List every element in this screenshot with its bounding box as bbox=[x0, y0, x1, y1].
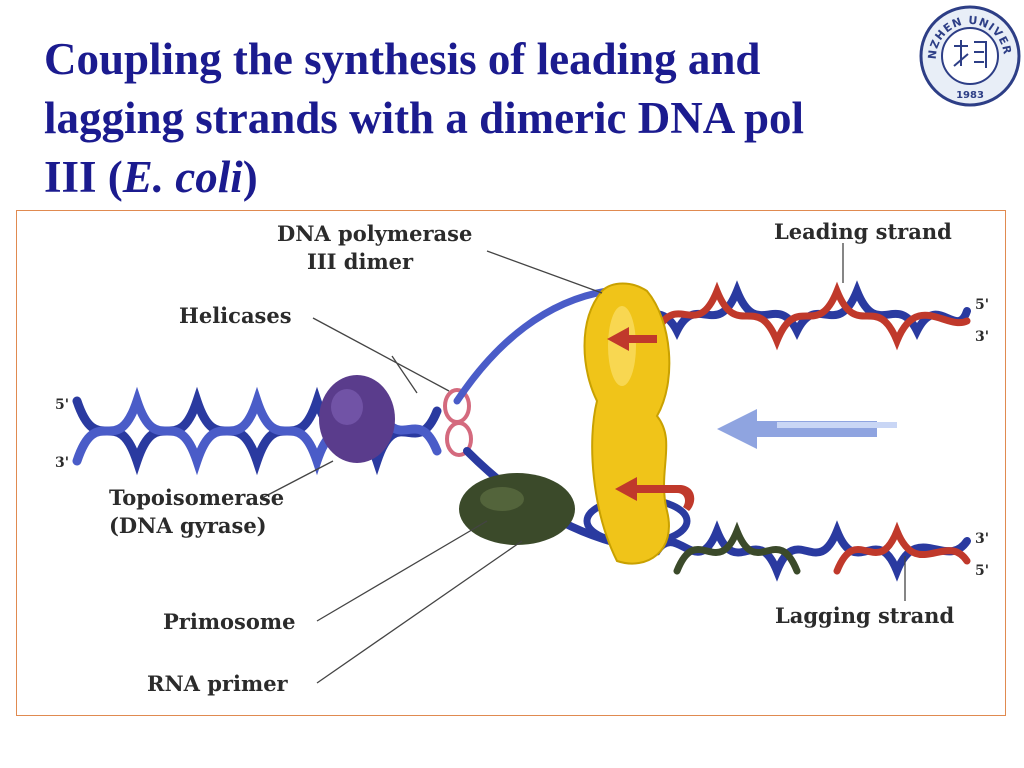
topoisomerase-blob bbox=[319, 375, 395, 463]
label-polymerase-line1: DNA polymerase bbox=[277, 221, 472, 246]
label-topoisomerase-line2: (DNA gyrase) bbox=[109, 513, 267, 538]
label-lagging-strand: Lagging strand bbox=[775, 603, 954, 628]
title-line-3-pre: III ( bbox=[44, 152, 123, 202]
label-leader-lines bbox=[261, 243, 906, 684]
polymerase-dimer bbox=[583, 282, 671, 565]
synthesis-arrow-icons bbox=[607, 327, 695, 511]
primosome-blob bbox=[459, 473, 575, 545]
end-leading-top: 5' bbox=[975, 297, 989, 313]
label-helicases: Helicases bbox=[179, 303, 292, 328]
label-polymerase-line2: III dimer bbox=[307, 249, 414, 274]
end-leading-bottom: 3' bbox=[975, 329, 989, 345]
logo-emblem bbox=[953, 40, 987, 68]
helicase-rings bbox=[443, 388, 473, 457]
label-rna-primer: RNA primer bbox=[147, 671, 289, 696]
label-leading-strand: Leading strand bbox=[774, 219, 952, 244]
title-species: E. coli bbox=[122, 152, 243, 202]
end-left-top: 5' bbox=[55, 397, 69, 413]
slide-title: Coupling the synthesis of leading and la… bbox=[44, 30, 944, 207]
end-lagging-bottom: 5' bbox=[975, 563, 989, 579]
title-line-3-post: ) bbox=[242, 152, 258, 202]
title-line-2: lagging strands with a dimeric DNA pol bbox=[44, 93, 805, 143]
leading-strand-duplex bbox=[453, 280, 971, 405]
label-primosome: Primosome bbox=[163, 609, 295, 634]
university-logo: SHENZHEN UNIVERSITY 1983 bbox=[913, 0, 1022, 108]
replication-fork-diagram: DNA polymerase III dimer Leading strand … bbox=[16, 210, 1006, 716]
label-topoisomerase-line1: Topoisomerase bbox=[109, 485, 284, 510]
direction-arrow-icon bbox=[717, 409, 897, 449]
logo-inner-ring bbox=[941, 27, 999, 85]
logo-year: 1983 bbox=[956, 90, 984, 101]
end-left-bottom: 3' bbox=[55, 455, 69, 471]
title-line-1: Coupling the synthesis of leading and bbox=[44, 34, 761, 84]
end-lagging-top: 3' bbox=[975, 531, 989, 547]
title-line-3: III (E. coli) bbox=[44, 148, 944, 207]
